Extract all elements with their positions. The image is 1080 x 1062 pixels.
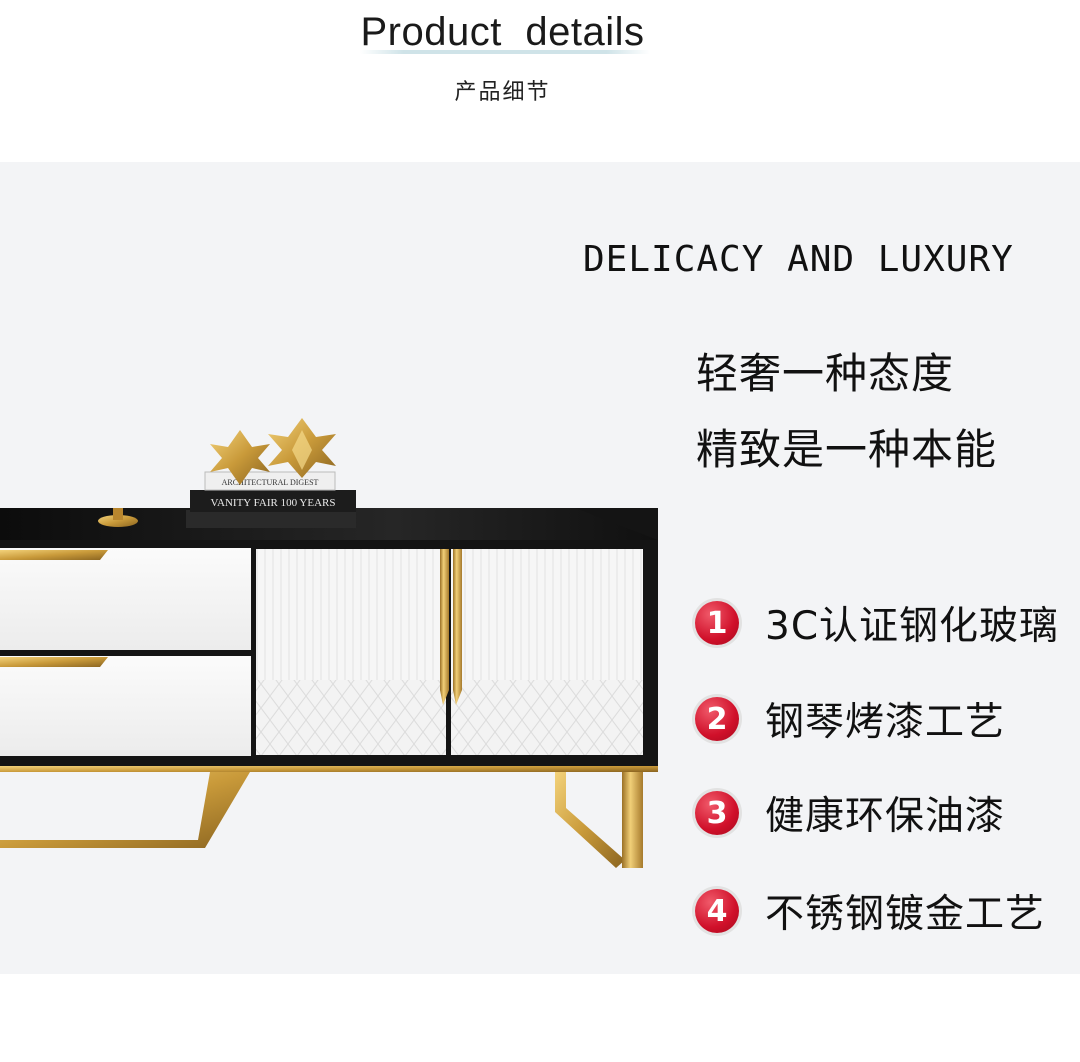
section-heading: DELICACY AND LUXURY (583, 239, 1014, 280)
drawer-bottom (0, 656, 251, 756)
number-badge: 4 (695, 889, 739, 933)
drawer-handle (0, 550, 108, 560)
feature-text: 健康环保油漆 (765, 794, 1006, 839)
svg-text:VANITY FAIR 100 YEARS: VANITY FAIR 100 YEARS (211, 497, 336, 509)
feature-text: 不锈钢镀金工艺 (765, 892, 1046, 937)
number-badge: 3 (695, 791, 739, 835)
svg-text:ARCHITECTURAL DIGEST: ARCHITECTURAL DIGEST (222, 478, 319, 487)
feature-text: 钢琴烤漆工艺 (765, 700, 1006, 745)
page-header: Product details 产品细节 (0, 0, 1080, 162)
feature-item: 3 健康环保油漆 (695, 787, 1005, 839)
page-title: Product details (360, 10, 645, 54)
tv-cabinet-image: VANITY FAIR 100 YEARS ARCHITECTURAL DIGE… (0, 418, 658, 868)
door-handle (453, 549, 462, 705)
feature-item: 2 钢琴烤漆工艺 (695, 693, 1005, 745)
feature-text: 3C认证钢化玻璃 (765, 604, 1060, 649)
feature-item: 1 3C认证钢化玻璃 (695, 597, 1059, 649)
gold-star-ornament (210, 418, 336, 485)
slogan-line: 精致是一种本能 (696, 425, 998, 474)
drawer-handle (0, 657, 108, 667)
book-stack: VANITY FAIR 100 YEARS ARCHITECTURAL DIGE… (186, 471, 356, 528)
gold-legs (0, 772, 643, 868)
drawer-top (0, 548, 251, 650)
number-badge: 2 (695, 697, 739, 741)
number-badge: 1 (695, 601, 739, 645)
page-subtitle: 产品细节 (454, 80, 551, 105)
slogan-line: 轻奢一种态度 (696, 349, 955, 398)
feature-item: 4 不锈钢镀金工艺 (695, 885, 1045, 937)
door-handle (440, 549, 449, 705)
title-underline (360, 50, 650, 54)
